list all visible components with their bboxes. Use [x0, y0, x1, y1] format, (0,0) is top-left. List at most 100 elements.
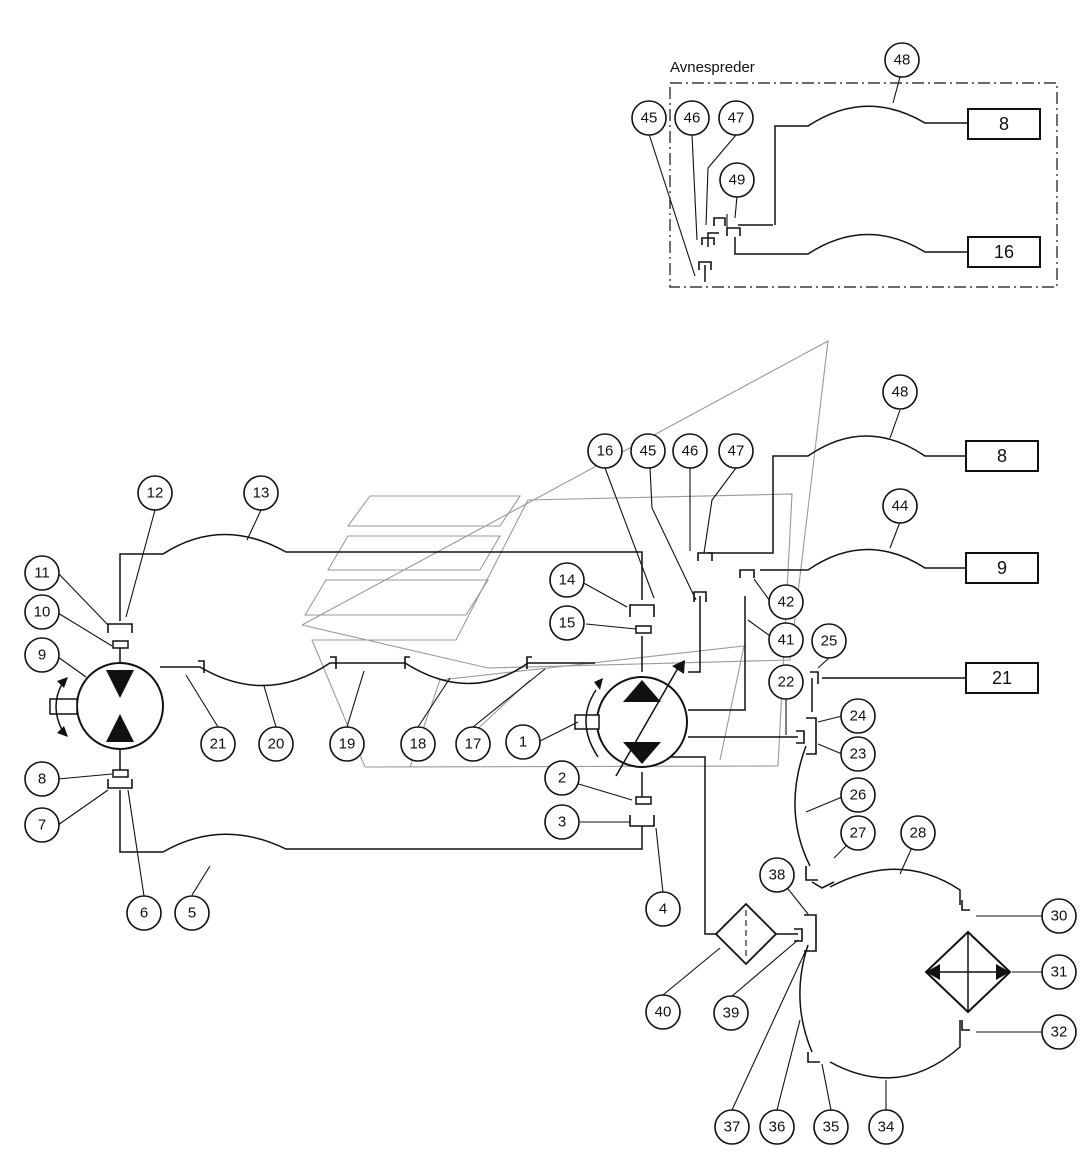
svg-text:40: 40	[655, 1004, 672, 1021]
oil-cooler	[924, 930, 1012, 1014]
svg-text:46: 46	[682, 443, 699, 460]
callout-41: 41	[768, 622, 804, 658]
callout-1: 1	[505, 724, 541, 760]
callout-40: 40	[645, 994, 681, 1030]
callout-3: 3	[544, 804, 580, 840]
callout-9: 9	[24, 637, 60, 673]
inset-avnespreder: Avnespreder 8 16 45 46 47 48 49	[631, 42, 1058, 288]
svg-text:25: 25	[821, 633, 838, 650]
svg-text:39: 39	[723, 1005, 740, 1022]
callout-5: 5	[174, 895, 210, 931]
callout-38: 38	[759, 857, 795, 893]
svg-text:37: 37	[724, 1119, 741, 1136]
callout-7: 7	[24, 807, 60, 843]
svg-text:10: 10	[34, 604, 51, 621]
callout-15: 15	[549, 605, 585, 641]
callout-6: 6	[126, 895, 162, 931]
inset-box-16: 16	[967, 236, 1041, 268]
svg-text:32: 32	[1051, 1024, 1068, 1041]
svg-text:26: 26	[850, 787, 867, 804]
svg-text:46: 46	[684, 110, 701, 127]
inset-callout-48: 48	[884, 42, 920, 78]
callout-17: 17	[455, 726, 491, 762]
svg-text:6: 6	[140, 905, 148, 922]
svg-text:45: 45	[641, 110, 658, 127]
callout-2: 2	[544, 760, 580, 796]
callout-22: 22	[768, 664, 804, 700]
box-9-label: 9	[997, 558, 1007, 578]
svg-text:3: 3	[558, 814, 566, 831]
svg-text:36: 36	[769, 1119, 786, 1136]
svg-text:12: 12	[147, 485, 164, 502]
svg-text:23: 23	[850, 746, 867, 763]
inset-callout-46: 46	[674, 100, 710, 136]
hydraulic-pump	[574, 660, 688, 777]
svg-text:24: 24	[850, 708, 867, 725]
callout-42: 42	[768, 584, 804, 620]
svg-text:38: 38	[769, 867, 786, 884]
callout-27: 27	[840, 815, 876, 851]
svg-text:41: 41	[778, 632, 795, 649]
callout-35: 35	[813, 1109, 849, 1145]
inset-box-16-label: 16	[994, 242, 1014, 262]
callout-39: 39	[713, 995, 749, 1031]
callout-11: 11	[24, 555, 60, 591]
svg-text:19: 19	[339, 736, 356, 753]
inset-callout-45: 45	[631, 100, 667, 136]
inset-callout-49: 49	[719, 162, 755, 198]
callout-23: 23	[840, 736, 876, 772]
callout-47: 47	[718, 433, 754, 469]
main-schematic: 8 9 21 1 2 3 4 5 6 7 8 9 10 11 12 13 14 …	[24, 340, 1077, 1145]
inset-box-8: 8	[967, 108, 1041, 140]
callout-10: 10	[24, 594, 60, 630]
svg-text:47: 47	[728, 110, 745, 127]
inset-box-8-label: 8	[999, 114, 1009, 134]
callout-28: 28	[900, 815, 936, 851]
svg-text:1: 1	[519, 734, 527, 751]
svg-text:14: 14	[559, 572, 576, 589]
svg-text:16: 16	[597, 443, 614, 460]
svg-text:8: 8	[38, 771, 46, 788]
svg-text:42: 42	[778, 594, 795, 611]
callout-14: 14	[549, 562, 585, 598]
svg-text:18: 18	[410, 736, 427, 753]
callout-19: 19	[329, 726, 365, 762]
callout-25: 25	[811, 623, 847, 659]
svg-text:49: 49	[729, 172, 746, 189]
box-21-label: 21	[992, 668, 1012, 688]
callout-48: 48	[882, 374, 918, 410]
filter	[714, 902, 778, 966]
callout-31: 31	[1041, 954, 1077, 990]
callout-24: 24	[840, 698, 876, 734]
svg-text:47: 47	[728, 443, 745, 460]
callout-36: 36	[759, 1109, 795, 1145]
callout-37: 37	[714, 1109, 750, 1145]
box-21: 21	[965, 662, 1039, 694]
box-9: 9	[965, 552, 1039, 584]
svg-text:34: 34	[878, 1119, 895, 1136]
machine-outline	[301, 340, 829, 768]
callout-12: 12	[137, 475, 173, 511]
callout-21: 21	[200, 726, 236, 762]
svg-text:9: 9	[38, 647, 46, 664]
callout-8: 8	[24, 761, 60, 797]
svg-text:5: 5	[188, 905, 196, 922]
inset-callout-47: 47	[718, 100, 754, 136]
svg-text:48: 48	[892, 384, 909, 401]
svg-text:17: 17	[465, 736, 482, 753]
svg-text:21: 21	[210, 736, 227, 753]
svg-text:7: 7	[38, 817, 46, 834]
hydraulic-motor	[49, 644, 164, 775]
svg-text:22: 22	[778, 674, 795, 691]
callout-45: 45	[630, 433, 666, 469]
callout-44: 44	[882, 488, 918, 524]
box-8: 8	[965, 440, 1039, 472]
inset-title: Avnespreder	[670, 59, 755, 76]
svg-text:30: 30	[1051, 908, 1068, 925]
svg-text:11: 11	[34, 565, 50, 582]
callout-13: 13	[243, 475, 279, 511]
callout-18: 18	[400, 726, 436, 762]
box-8-label: 8	[997, 446, 1007, 466]
callout-46: 46	[672, 433, 708, 469]
